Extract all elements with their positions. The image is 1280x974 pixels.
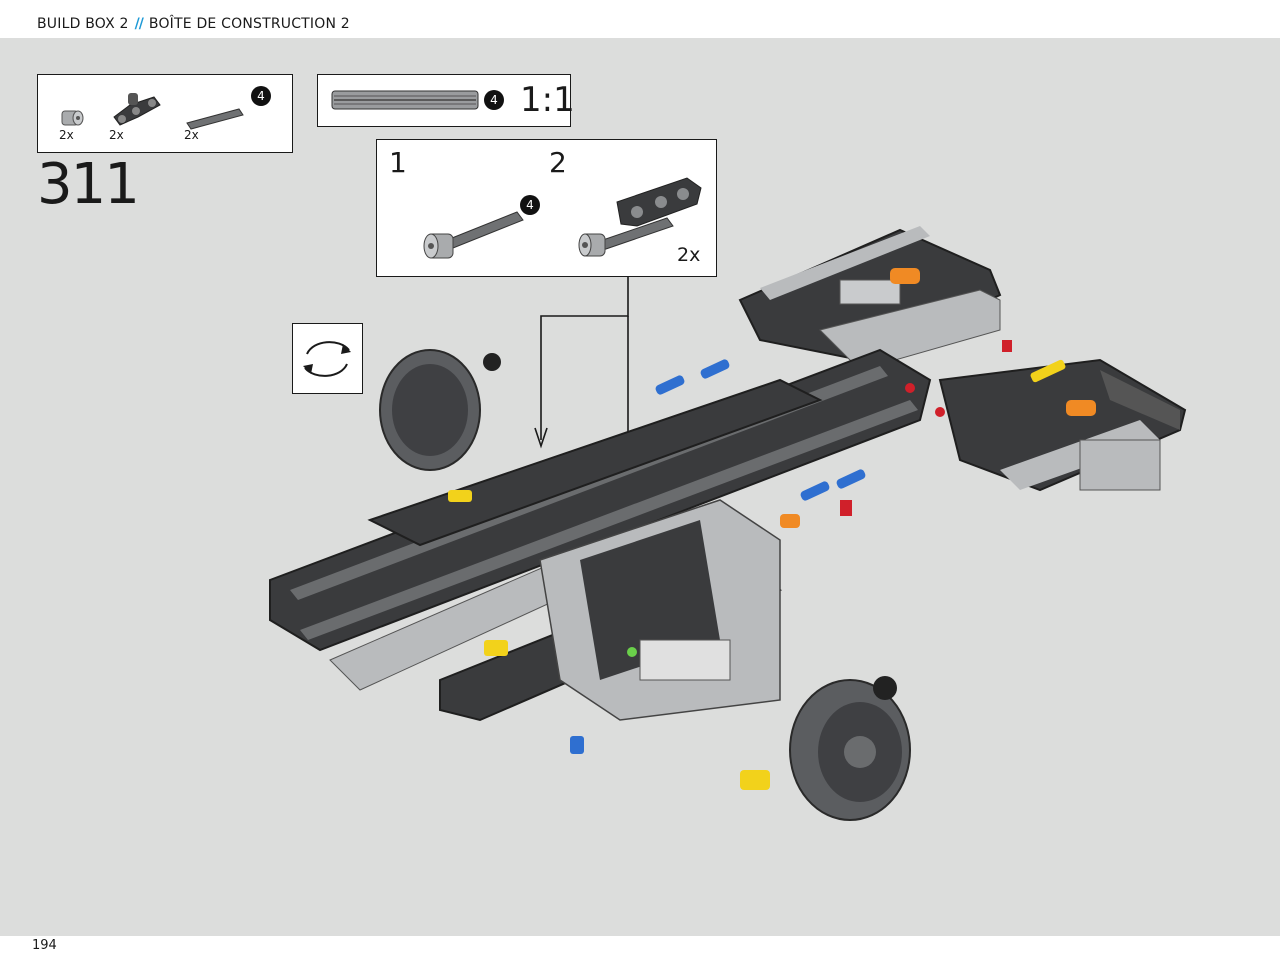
rotate-model-icon bbox=[303, 341, 351, 377]
sub-assembly-box: 1 2 4 2x bbox=[376, 139, 717, 277]
axle-4-icon bbox=[186, 108, 244, 130]
beam-connector-icon bbox=[113, 93, 161, 126]
page-number: 194 bbox=[32, 938, 57, 953]
sub-axle-length-badge: 4 bbox=[520, 195, 540, 215]
header-title-en: BUILD BOX 2 bbox=[37, 16, 129, 32]
part-quantity: 2x bbox=[109, 128, 124, 142]
scale-length-badge: 4 bbox=[484, 90, 504, 110]
scale-label: 1:1 bbox=[520, 80, 575, 120]
front-brake-disc bbox=[789, 676, 911, 821]
page-footer bbox=[0, 936, 1280, 974]
sub-step-number: 2 bbox=[549, 146, 567, 179]
bush-icon bbox=[61, 110, 84, 126]
sub-step-quantity: 2x bbox=[677, 244, 701, 266]
center-block bbox=[539, 499, 781, 721]
part-quantity: 2x bbox=[184, 128, 199, 142]
rotate-indicator-box bbox=[292, 323, 363, 394]
header-title: BUILD BOX 2 //BOÎTE DE CONSTRUCTION 2 bbox=[37, 16, 350, 32]
rear-right-frame bbox=[738, 226, 1187, 492]
axle-length-badge: 4 bbox=[251, 86, 271, 106]
page-header: BUILD BOX 2 //BOÎTE DE CONSTRUCTION 2 bbox=[0, 0, 1280, 38]
header-title-fr: BOÎTE DE CONSTRUCTION 2 bbox=[148, 16, 350, 32]
part-quantity: 2x bbox=[59, 128, 74, 142]
header-separator: // bbox=[134, 16, 144, 32]
axle-scale-icon bbox=[331, 90, 479, 110]
beam-connector-assembly-icon bbox=[578, 177, 702, 257]
step-number: 311 bbox=[37, 152, 140, 217]
main-beams bbox=[269, 348, 932, 722]
sub-step-number: 1 bbox=[389, 146, 407, 179]
scale-callout-box: 4 bbox=[317, 74, 571, 127]
pins bbox=[448, 268, 1096, 790]
parts-list-box: 2x 2x 4 2x bbox=[37, 74, 293, 153]
bush-axle-icon bbox=[423, 211, 524, 259]
rear-brake-disc bbox=[379, 349, 501, 471]
